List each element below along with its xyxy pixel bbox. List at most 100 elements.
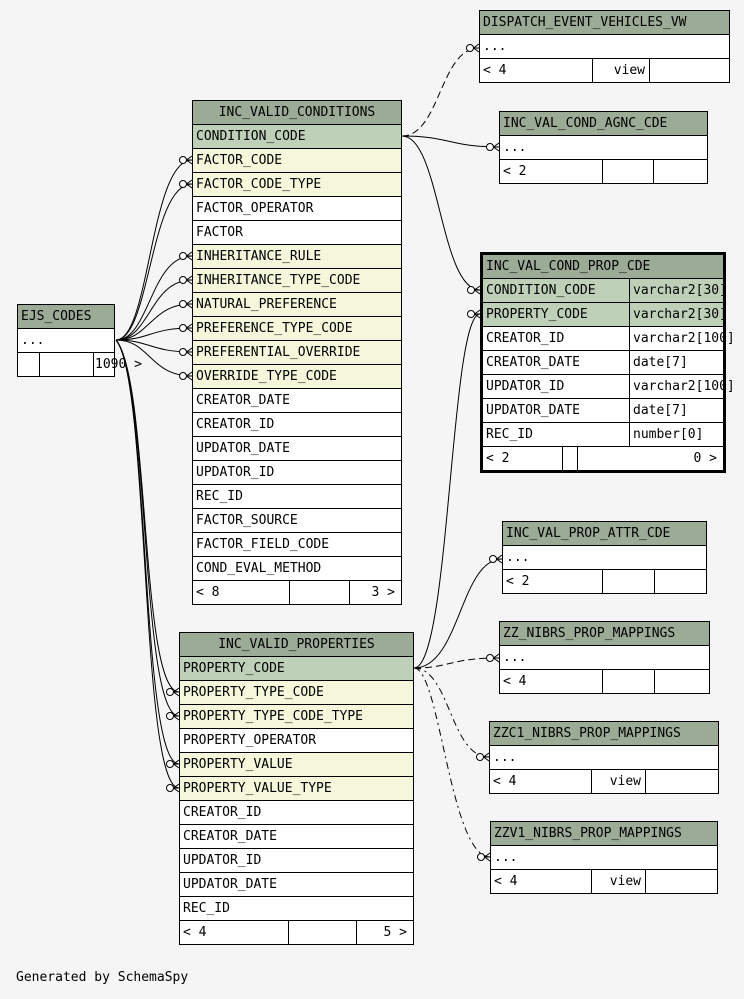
table-column[interactable]: ... [500, 646, 709, 670]
table-column[interactable]: PROPERTY_TYPE_CODE_TYPE [180, 705, 413, 729]
relationship-edge [413, 667, 491, 858]
table-zz[interactable]: ZZ_NIBRS_PROP_MAPPINGS... < 4 [499, 621, 710, 694]
table-column[interactable]: FACTOR [193, 221, 401, 245]
table-column[interactable]: INHERITANCE_TYPE_CODE [193, 269, 401, 293]
table-column[interactable]: CREATOR_DATE [483, 351, 629, 375]
row-count-parents[interactable]: < 2 [503, 164, 527, 179]
table-column[interactable]: REC_ID [193, 485, 401, 509]
table-column[interactable]: OVERRIDE_TYPE_CODE [193, 365, 401, 389]
table-name[interactable]: ZZV1_NIBRS_PROP_MAPPINGS [491, 822, 717, 846]
table-column[interactable]: ... [503, 546, 706, 570]
table-column[interactable]: PROPERTY_VALUE_TYPE [180, 777, 413, 801]
table-column[interactable]: PROPERTY_OPERATOR [180, 729, 413, 753]
column-type: varchar2[100] [629, 327, 735, 351]
table-column[interactable]: ... [490, 746, 718, 770]
column-type: date[7] [629, 399, 723, 423]
row-count-children[interactable] [647, 770, 712, 793]
table-column[interactable]: COND_EVAL_METHOD [193, 557, 401, 581]
table-column[interactable]: FACTOR_OPERATOR [193, 197, 401, 221]
table-column[interactable]: FACTOR_SOURCE [193, 509, 401, 533]
footer-divider [654, 670, 655, 693]
table-column[interactable]: PROPERTY_CODE [180, 657, 413, 681]
table-column[interactable]: CREATOR_DATE [180, 825, 413, 849]
row-count-children[interactable]: 5 > [383, 925, 407, 940]
table-column[interactable]: CREATOR_ID [483, 327, 629, 351]
footer-divider [93, 353, 94, 376]
column-type: varchar2[30] [629, 279, 727, 303]
table-column[interactable]: ... [18, 329, 114, 353]
relationship-edge [115, 279, 193, 341]
table-column[interactable]: PREFERENTIAL_OVERRIDE [193, 341, 401, 365]
row-count-parents[interactable]: < 2 [486, 451, 510, 466]
row-count-parents[interactable]: < 2 [506, 574, 530, 589]
row-count-children[interactable] [651, 59, 723, 82]
table-column[interactable]: ... [491, 846, 717, 870]
row-count-children[interactable] [655, 160, 701, 183]
table-name[interactable]: INC_VAL_COND_PROP_CDE [483, 255, 723, 279]
row-count-parents[interactable]: < 4 [493, 774, 517, 789]
crows-foot-marker [477, 852, 491, 862]
table-agnc[interactable]: INC_VAL_COND_AGNC_CDE... < 2 [499, 111, 708, 184]
table-name[interactable]: INC_VAL_PROP_ATTR_CDE [503, 522, 706, 546]
table-column[interactable]: FACTOR_FIELD_CODE [193, 533, 401, 557]
row-count-children[interactable] [647, 870, 711, 893]
row-count-parents[interactable]: < 4 [483, 63, 507, 78]
table-column[interactable]: UPDATOR_DATE [180, 873, 413, 897]
table-name[interactable]: DISPATCH_EVENT_VEHICLES_VW [480, 11, 729, 35]
table-column[interactable]: PROPERTY_CODE [483, 303, 629, 327]
table-column[interactable]: ... [500, 136, 707, 160]
table-column[interactable]: UPDATOR_ID [483, 375, 629, 399]
table-column[interactable]: CONDITION_CODE [483, 279, 629, 303]
row-count-parents[interactable]: < 4 [183, 925, 207, 940]
row-count-children[interactable]: 3 > [371, 585, 395, 600]
table-column[interactable]: CREATOR_ID [193, 413, 401, 437]
footer-divider [645, 770, 646, 793]
table-name[interactable]: INC_VAL_COND_AGNC_CDE [500, 112, 707, 136]
footer-divider [649, 59, 650, 82]
column-type: date[7] [629, 351, 723, 375]
table-attr[interactable]: INC_VAL_PROP_ATTR_CDE... < 2 [502, 521, 707, 594]
table-name[interactable]: ZZC1_NIBRS_PROP_MAPPINGS [490, 722, 718, 746]
crows-foot-marker [466, 43, 480, 53]
row-count-parents[interactable]: < 4 [494, 874, 518, 889]
table-name[interactable]: INC_VALID_PROPERTIES [180, 633, 413, 657]
table-column[interactable]: PREFERENCE_TYPE_CODE [193, 317, 401, 341]
row-count-parents[interactable]: < 8 [196, 585, 220, 600]
table-column[interactable]: FACTOR_CODE [193, 149, 401, 173]
row-count-children[interactable] [656, 570, 700, 593]
row-count-children[interactable]: 0 > [693, 451, 717, 466]
table-name[interactable]: EJS_CODES [18, 305, 114, 329]
table-column[interactable]: REC_ID [180, 897, 413, 921]
table-column[interactable]: PROPERTY_VALUE [180, 753, 413, 777]
table-column[interactable]: INHERITANCE_RULE [193, 245, 401, 269]
table-column[interactable]: CONDITION_CODE [193, 125, 401, 149]
table-column[interactable]: ... [480, 35, 729, 59]
table-column[interactable]: CREATOR_DATE [193, 389, 401, 413]
table-name[interactable]: INC_VALID_CONDITIONS [193, 101, 401, 125]
relationship-edge [401, 47, 480, 137]
table-column[interactable]: CREATOR_ID [180, 801, 413, 825]
table-column[interactable]: UPDATOR_DATE [483, 399, 629, 423]
table-column[interactable]: PROPERTY_TYPE_CODE [180, 681, 413, 705]
table-column[interactable]: REC_ID [483, 423, 629, 447]
table-column[interactable]: UPDATOR_DATE [193, 437, 401, 461]
crows-foot-marker [486, 653, 500, 663]
relationship-edge [413, 667, 490, 758]
row-count-children[interactable]: 1090 > [95, 357, 142, 372]
table-column[interactable]: NATURAL_PREFERENCE [193, 293, 401, 317]
row-count-children[interactable] [656, 670, 703, 693]
row-count-parents[interactable]: < 4 [503, 674, 527, 689]
table-column[interactable]: UPDATOR_ID [180, 849, 413, 873]
table-name[interactable]: ZZ_NIBRS_PROP_MAPPINGS [500, 622, 709, 646]
table-column[interactable]: FACTOR_CODE_TYPE [193, 173, 401, 197]
table-ejs[interactable]: EJS_CODES... 1090 > [17, 304, 142, 377]
footer-divider [602, 160, 603, 183]
row-count-parents[interactable] [21, 353, 36, 376]
table-column[interactable]: UPDATOR_ID [193, 461, 401, 485]
